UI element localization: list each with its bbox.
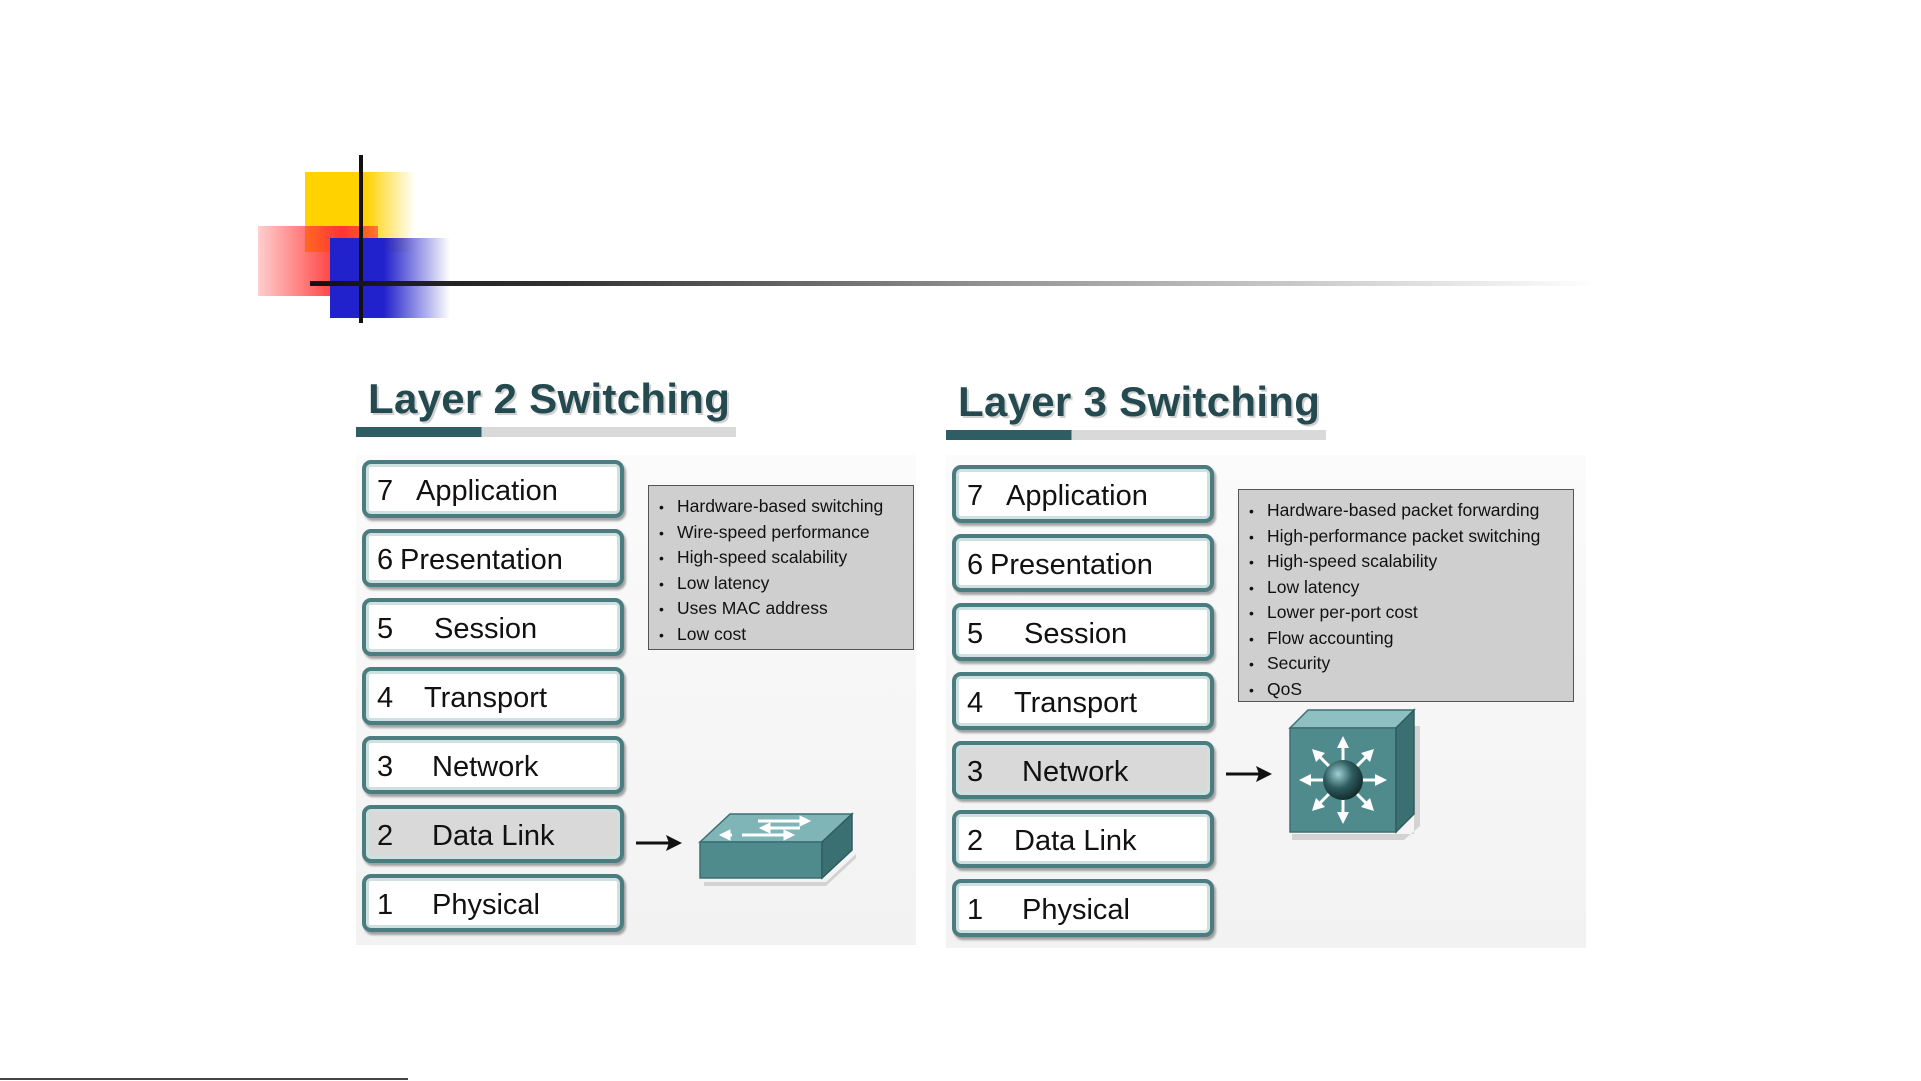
layer-name: Physical	[432, 889, 540, 921]
layer-number: 4	[967, 687, 984, 719]
layer-name: Network	[1022, 756, 1129, 788]
layer-name: Application	[416, 475, 558, 507]
l2-layer-2-highlighted: 2 Data Link	[362, 805, 624, 863]
l3-layer-6: 6 Presentation	[952, 534, 1214, 592]
footer-rule	[0, 1078, 408, 1080]
feature-item: High-speed scalability	[659, 545, 903, 571]
layer3-title: Layer 3 Switching	[946, 376, 1326, 440]
layer-name: Presentation	[990, 549, 1153, 581]
layer2-panel: Layer 2 Switching 7 Application 6 Presen…	[356, 365, 916, 945]
layer-name: Data Link	[1014, 825, 1137, 857]
l2-layer-5: 5 Session	[362, 598, 624, 656]
layer-number: 6	[967, 549, 984, 581]
decor-blue-square	[330, 238, 450, 318]
l3-layer-3-highlighted: 3 Network	[952, 741, 1214, 799]
feature-item: Hardware-based switching	[659, 494, 903, 520]
l3-layer-1: 1 Physical	[952, 879, 1214, 937]
layer-number: 2	[377, 820, 394, 852]
layer-number: 3	[377, 751, 394, 783]
layer2-title: Layer 2 Switching	[356, 373, 736, 437]
layer-name: Transport	[1014, 687, 1138, 719]
feature-item: Wire-speed performance	[659, 520, 903, 546]
feature-item: QoS	[1249, 677, 1563, 703]
feature-item: Low cost	[659, 622, 903, 648]
decor-horizontal-rule	[310, 281, 1600, 286]
l2-layer-1: 1 Physical	[362, 874, 624, 932]
feature-item: High-performance packet switching	[1249, 524, 1563, 550]
l3-layer-4: 4 Transport	[952, 672, 1214, 730]
layer-number: 5	[967, 618, 984, 650]
feature-item: Uses MAC address	[659, 596, 903, 622]
layer2-arrow-icon	[636, 835, 682, 851]
l3-layer-7: 7 Application	[952, 465, 1214, 523]
feature-item: Hardware-based packet forwarding	[1249, 498, 1563, 524]
layer-name: Presentation	[400, 544, 563, 576]
feature-item: Low latency	[659, 571, 903, 597]
layer-name: Physical	[1022, 894, 1130, 926]
layer3-title-text: Layer 3 Switching	[958, 378, 1321, 425]
layer3-switch-icon	[1288, 708, 1420, 840]
layer2-switch-icon	[698, 812, 856, 886]
layer-number: 1	[377, 889, 394, 921]
layer3-features-box: Hardware-based packet forwarding High-pe…	[1238, 489, 1574, 702]
layer-number: 4	[377, 682, 394, 714]
layer-number: 5	[377, 613, 394, 645]
layer-number: 7	[377, 475, 394, 507]
feature-item: Flow accounting	[1249, 626, 1563, 652]
layer3-panel: Layer 3 Switching 7 Application 6 Presen…	[946, 368, 1586, 948]
decor-vertical-line	[359, 155, 363, 323]
layer-number: 3	[967, 756, 984, 788]
layer3-arrow-icon	[1226, 766, 1272, 782]
layer-name: Transport	[424, 682, 548, 714]
layer-number: 2	[967, 825, 984, 857]
feature-item: Low latency	[1249, 575, 1563, 601]
l3-layer-2: 2 Data Link	[952, 810, 1214, 868]
feature-item: High-speed scalability	[1249, 549, 1563, 575]
layer-number: 6	[377, 544, 394, 576]
layer-name: Session	[1024, 618, 1128, 650]
layer2-title-text: Layer 2 Switching	[368, 375, 731, 422]
l2-layer-6: 6 Presentation	[362, 529, 624, 587]
layer-number: 1	[967, 894, 984, 926]
layer-name: Session	[434, 613, 538, 645]
layer-name: Network	[432, 751, 539, 783]
layer2-osi-stack: 7 Application 6 Presentation 5 Session 4…	[362, 460, 624, 943]
l2-layer-3: 3 Network	[362, 736, 624, 794]
layer3-title-underline	[946, 430, 1326, 440]
l2-layer-4: 4 Transport	[362, 667, 624, 725]
feature-item: Lower per-port cost	[1249, 600, 1563, 626]
layer2-features-box: Hardware-based switching Wire-speed perf…	[648, 485, 914, 650]
layer3-osi-stack: 7 Application 6 Presentation 5 Session 4…	[952, 465, 1214, 948]
layer-name: Data Link	[432, 820, 555, 852]
feature-item: Security	[1249, 651, 1563, 677]
l2-layer-7: 7 Application	[362, 460, 624, 518]
layer-number: 7	[967, 480, 984, 512]
layer-name: Application	[1006, 480, 1148, 512]
layer2-title-underline	[356, 427, 736, 437]
l3-layer-5: 5 Session	[952, 603, 1214, 661]
